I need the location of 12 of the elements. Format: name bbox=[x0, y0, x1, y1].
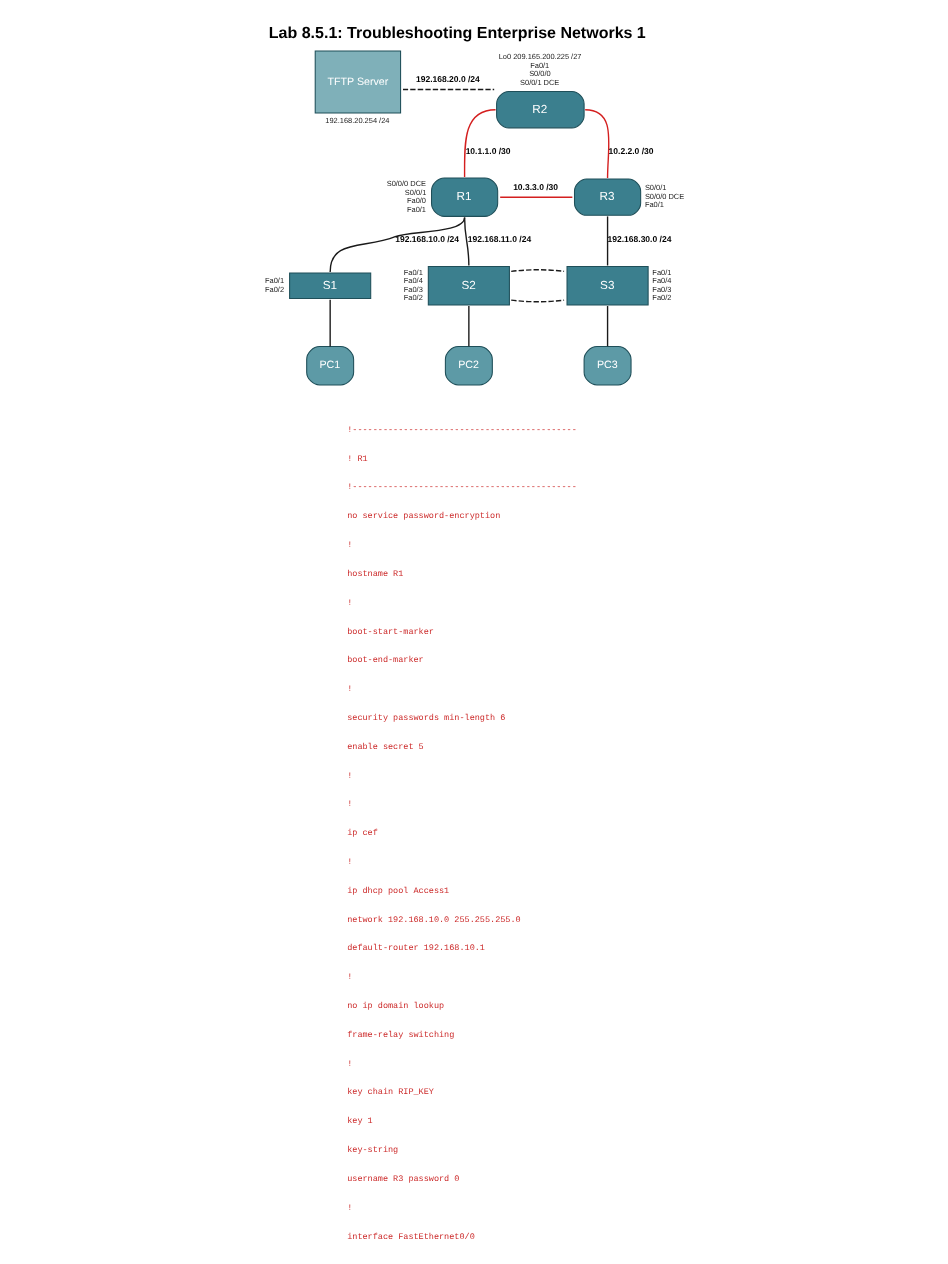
connector bbox=[401, 88, 494, 91]
connector bbox=[605, 305, 608, 347]
connector bbox=[509, 269, 564, 273]
connector bbox=[498, 196, 573, 198]
connector bbox=[605, 215, 608, 267]
connector bbox=[462, 109, 496, 178]
connector bbox=[583, 109, 609, 179]
connector bbox=[462, 216, 469, 267]
connector bbox=[509, 299, 564, 303]
connector bbox=[467, 305, 469, 347]
connector bbox=[328, 216, 465, 273]
connector bbox=[328, 298, 330, 348]
